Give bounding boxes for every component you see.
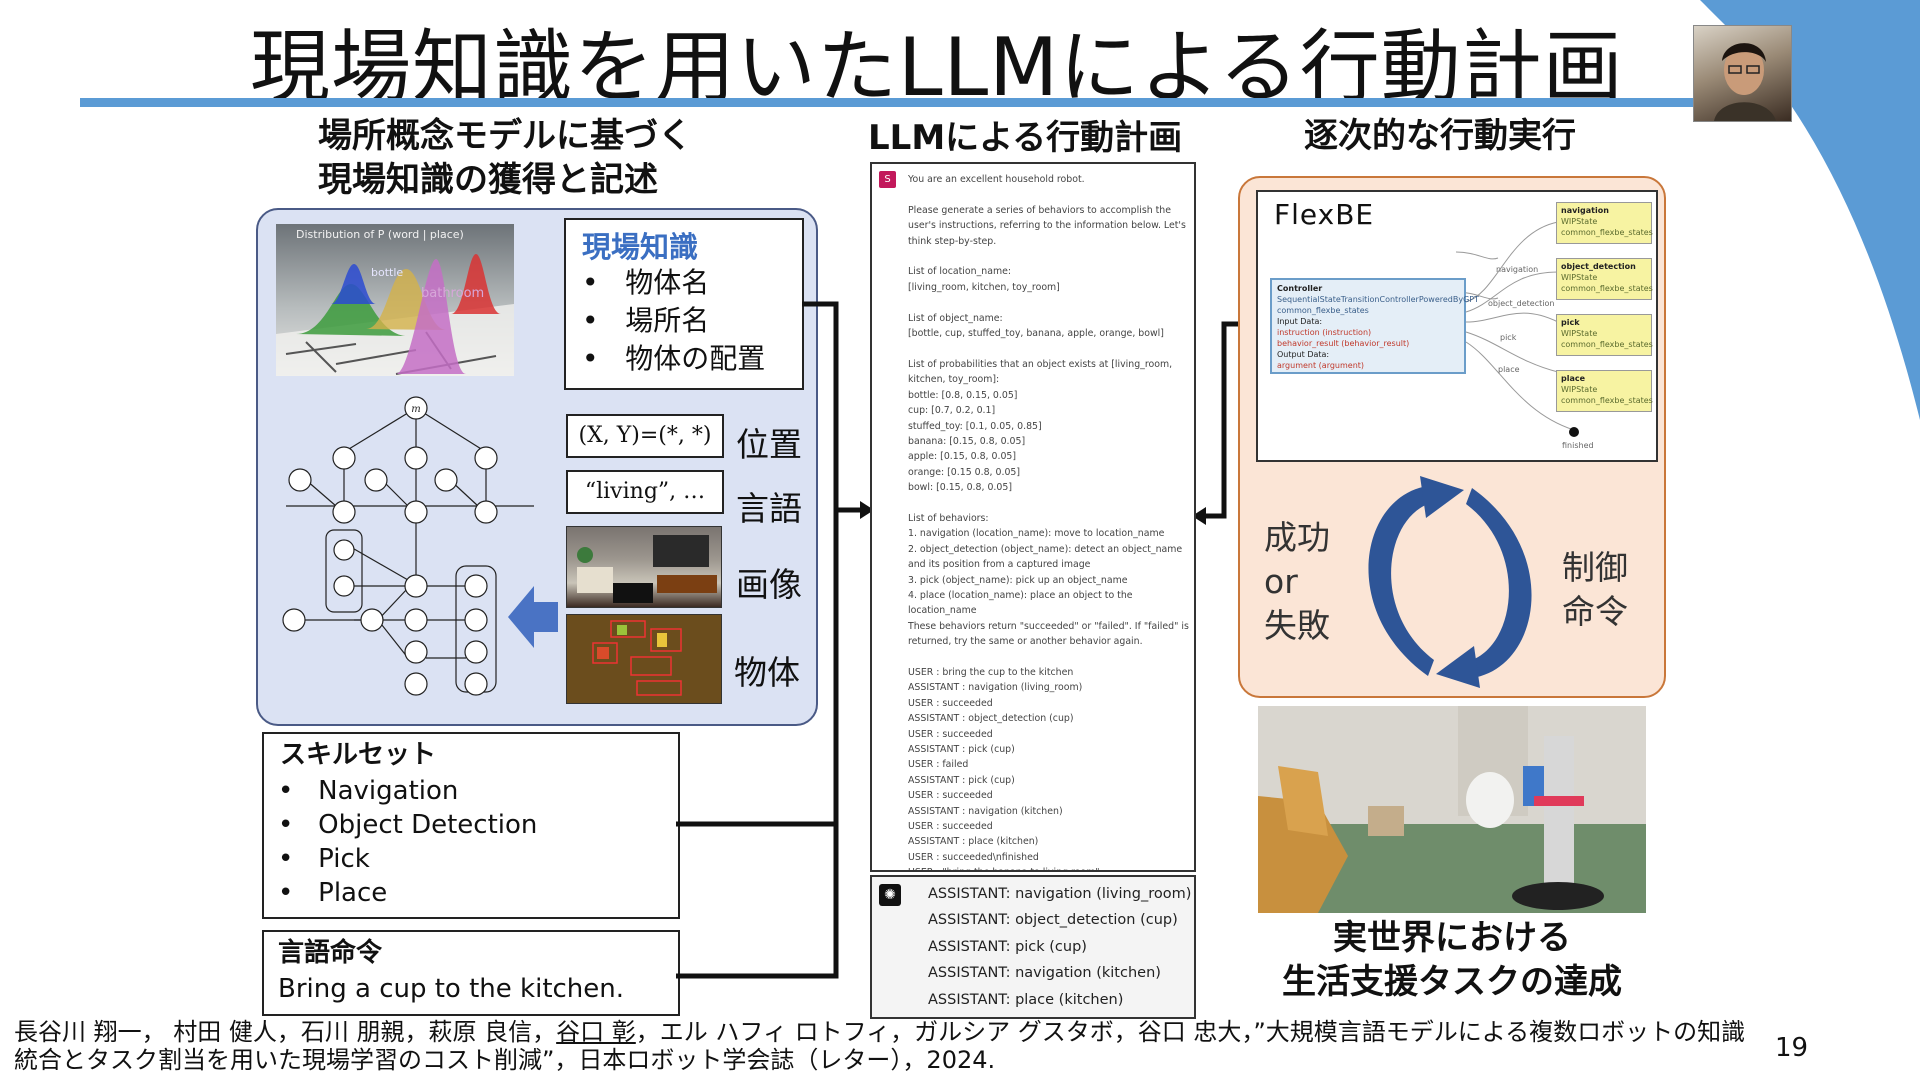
loop-success-text: 成功 [1264, 516, 1330, 560]
svg-text:m: m [411, 404, 420, 415]
knowledge-item: • 場所名 [582, 302, 709, 340]
image-thumbnail [566, 526, 722, 608]
svg-text:place: place [1498, 365, 1520, 374]
command-heading: 言語命令 [278, 936, 382, 970]
svg-text:pick: pick [1500, 333, 1517, 342]
map-label-bathroom: bathroom [421, 286, 484, 301]
skillset-box: スキルセット • Navigation • Object Detection •… [262, 732, 680, 919]
response-line: ASSISTANT: navigation (living_room) [928, 881, 1191, 908]
command-text: Bring a cup to the kitchen. [278, 972, 624, 1006]
loop-command-text: 命令 [1562, 590, 1628, 634]
skillset-heading: スキルセット [280, 738, 436, 772]
citation-highlighted-author: 谷口 彰 [556, 1018, 636, 1046]
language-command-box: 言語命令 Bring a cup to the kitchen. [262, 930, 680, 1016]
svg-text:finished: finished [1562, 441, 1594, 450]
prompt-text: You are an excellent household robot. Pl… [908, 172, 1192, 872]
knowledge-item: • 物体名 [582, 264, 709, 302]
onsite-knowledge-box: 現場知識 • 物体名 • 場所名 • 物体の配置 [564, 218, 804, 390]
object-label: 物体 [734, 646, 800, 694]
skill-item: • Place [278, 876, 387, 910]
flexbe-state-machine: FlexBE navigation object_detection pick … [1256, 190, 1658, 462]
citation: 長谷川 翔一， 村田 健人，石川 朋親，萩原 良信，谷口 彰，エル ハフィ ロト… [14, 1018, 1754, 1074]
response-line: ASSISTANT: navigation (kitchen) [928, 960, 1161, 987]
svg-text:navigation: navigation [1496, 265, 1538, 274]
position-label: 位置 [736, 418, 802, 466]
real-world-robot-photo [1258, 706, 1646, 913]
mid-heading: LLMによる行動計画 [868, 116, 1182, 160]
title-underline [80, 98, 1830, 107]
image-label: 画像 [736, 558, 802, 606]
controller-state: Controller SequentialStateTransitionCont… [1270, 278, 1466, 374]
skill-item: • Navigation [278, 774, 458, 808]
skill-item: • Object Detection [278, 808, 537, 842]
outcome-line1: 実世界における [1258, 916, 1646, 960]
page-number: 19 [1775, 1033, 1808, 1063]
loop-or-text: or [1264, 560, 1298, 604]
svg-text:object_detection: object_detection [1488, 299, 1554, 308]
knowledge-heading: 現場知識 [582, 224, 698, 266]
knowledge-item: • 物体の配置 [582, 340, 765, 378]
llm-prompt-panel: S You are an excellent household robot. … [870, 162, 1196, 872]
response-line: ASSISTANT: object_detection (cup) [928, 907, 1178, 934]
right-heading: 逐次的な行動実行 [1304, 114, 1576, 158]
position-box: (X, Y)=(*, *) [566, 414, 724, 458]
object-detection-thumbnail [566, 614, 722, 704]
response-line: ASSISTANT: place (kitchen) [928, 987, 1123, 1014]
place-distribution-visualization: Distribution of P (word | place) bottle … [276, 224, 514, 376]
skill-item: • Pick [278, 842, 370, 876]
left-heading-line2: 現場知識の獲得と記述 [318, 158, 658, 202]
language-box: “living”, … [566, 470, 724, 514]
feedback-loop-arrows-icon [1340, 472, 1560, 692]
presenter-photo [1693, 25, 1792, 122]
loop-failure-text: 失敗 [1264, 604, 1330, 648]
llm-response-panel: ✺ ASSISTANT: navigation (living_room) AS… [870, 875, 1196, 1019]
language-label: 言語 [736, 482, 802, 530]
loop-control-text: 制御 [1562, 546, 1628, 590]
left-heading-line1: 場所概念モデルに基づく [318, 114, 692, 158]
graphical-model-diagram: m [266, 390, 554, 702]
response-line: ASSISTANT: pick (cup) [928, 934, 1087, 961]
input-arrow-icon [508, 586, 558, 648]
map-label-bottle: bottle [371, 266, 403, 279]
assistant-logo-icon: ✺ [879, 884, 901, 906]
user-avatar-icon: S [879, 171, 896, 188]
outcome-line2: 生活支援タスクの達成 [1258, 960, 1646, 1004]
